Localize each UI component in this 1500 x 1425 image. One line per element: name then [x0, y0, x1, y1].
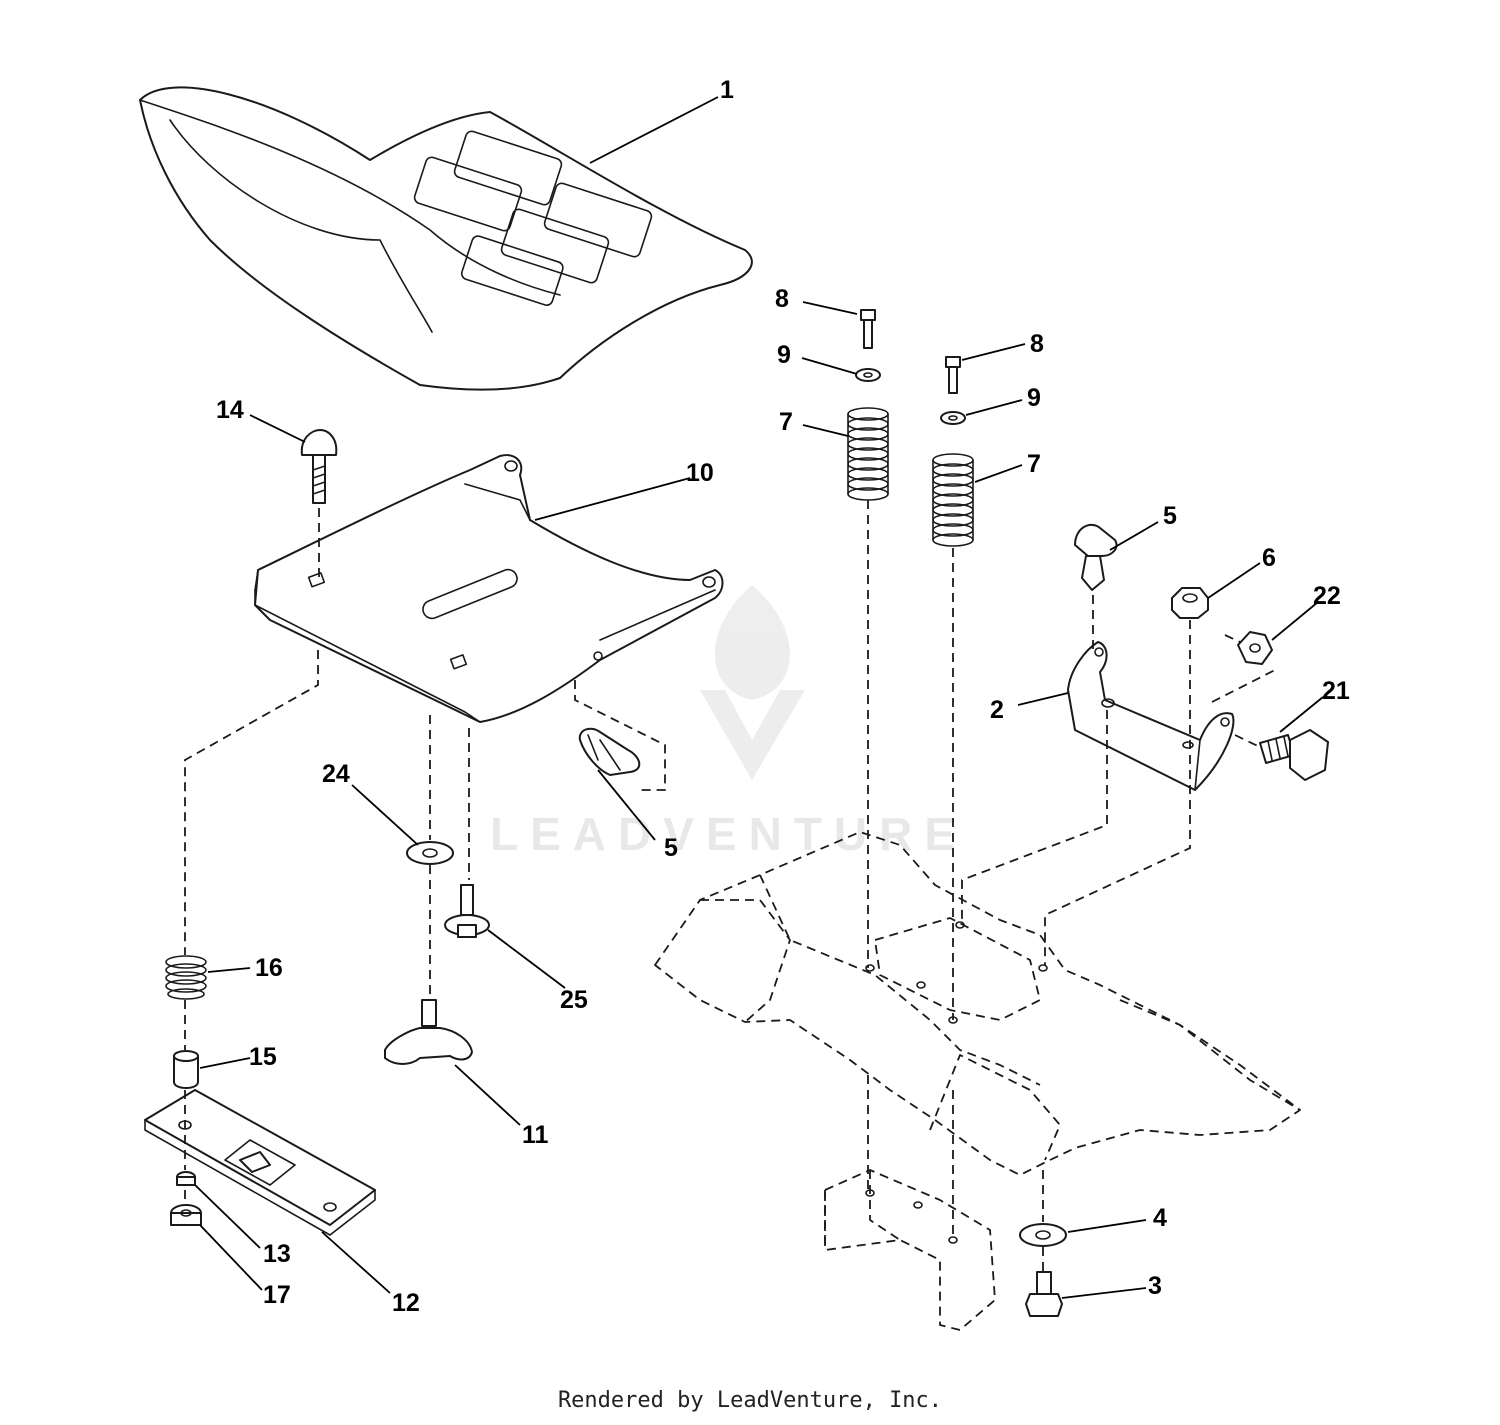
- shoulder-bolt-part: [444, 884, 490, 938]
- callout-label: 25: [560, 986, 588, 1014]
- washer-part-9-left: [855, 368, 881, 382]
- callout-label: 22: [1313, 582, 1341, 610]
- bolt-part-3: [1025, 1271, 1063, 1317]
- callout-label: 3: [1148, 1272, 1162, 1300]
- callout-label: 5: [664, 834, 678, 862]
- callout-label: 5: [1163, 502, 1177, 530]
- clip-part-right: [1074, 523, 1118, 591]
- callout-label: 17: [263, 1281, 291, 1309]
- callouts: 1 14 10 24 5 25 16 15 11 13 17 12 8 9 7 …: [216, 76, 1350, 1317]
- footer-credit: Rendered by LeadVenture, Inc.: [557, 1388, 943, 1413]
- clip-part-left: [578, 727, 641, 776]
- callout-label: 14: [216, 396, 244, 424]
- callout-label: 2: [990, 696, 1004, 724]
- callout-label: 7: [1027, 450, 1041, 478]
- nut-part-17: [170, 1204, 202, 1226]
- washer-part-24: [406, 841, 454, 865]
- spring-part-7-right: [932, 453, 974, 547]
- callout-label: 21: [1322, 677, 1350, 705]
- bolt-part-8-left: [860, 309, 876, 349]
- callout-label: 4: [1153, 1204, 1167, 1232]
- callout-label: 9: [1027, 384, 1041, 412]
- seat-pan-part: [254, 454, 724, 723]
- watermark-logo: LEADVENTURE: [490, 585, 967, 860]
- spacer-part: [173, 1050, 199, 1089]
- seat-part: [139, 86, 753, 391]
- callout-label: 1: [720, 76, 734, 104]
- callout-label: 24: [322, 760, 350, 788]
- callout-label: 6: [1262, 544, 1276, 572]
- knob-part: [384, 999, 473, 1065]
- nut-part-6: [1171, 587, 1209, 619]
- callout-label: 11: [522, 1121, 549, 1149]
- spring-part-16: [165, 955, 207, 1000]
- callout-label: 15: [249, 1043, 277, 1071]
- callout-label: 12: [392, 1289, 420, 1317]
- bracket-part-2: [1067, 641, 1235, 791]
- washer-part-4: [1019, 1223, 1067, 1247]
- frame-ghost: [654, 831, 1301, 1331]
- callout-label: 10: [686, 459, 714, 487]
- callout-label: 7: [779, 408, 793, 436]
- washer-part-9-right: [940, 411, 966, 425]
- bracket-plate-part: [144, 1089, 376, 1236]
- callout-label: 13: [263, 1240, 291, 1268]
- nut-part-22: [1237, 631, 1273, 665]
- callout-label: 8: [775, 285, 789, 313]
- carriage-bolt-part: [300, 429, 338, 504]
- watermark-text: LEADVENTURE: [490, 808, 967, 860]
- callout-label: 16: [255, 954, 283, 982]
- nut-part-13: [176, 1171, 196, 1186]
- spring-part-7-left: [847, 407, 889, 501]
- bolt-part-21: [1259, 729, 1329, 781]
- callout-label: 8: [1030, 330, 1044, 358]
- bolt-part-8-right: [945, 356, 961, 394]
- leader-lines: [194, 96, 1324, 1299]
- assembly-lines: [184, 500, 1276, 1272]
- callout-label: 9: [777, 341, 791, 369]
